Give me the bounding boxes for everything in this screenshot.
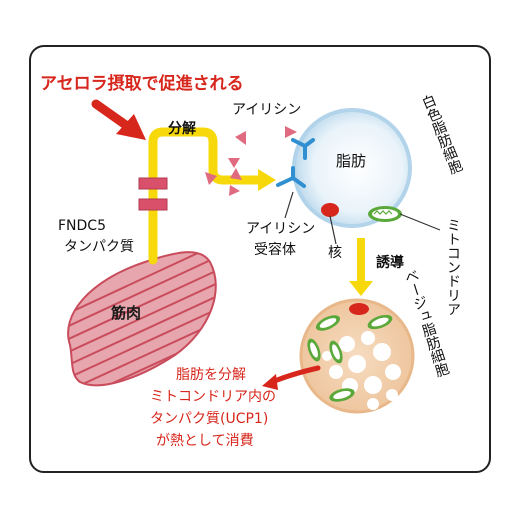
beige-fat-cell [299,298,415,414]
induce-arrow-icon [349,238,373,296]
pathway-arrowhead [258,169,276,191]
irisin-triangles [205,126,297,196]
headline: アセロラ摂取で促進される [40,74,244,94]
fndc5-band-top [138,177,168,190]
beige-nucleus [349,303,369,315]
induce-label: 誘導 [376,255,404,271]
result-line-3: タンパク質(UCP1) [150,411,269,427]
protein-name: FNDC5 [58,218,106,234]
receptor-label-1: アイリシン [246,221,316,237]
split-label: 分解 [168,121,196,137]
beige-mitochondria-icon [307,314,393,402]
nucleus-label: 核 [328,245,342,261]
result-arrow-icon [262,365,321,390]
muscle-label: 筋肉 [111,304,142,322]
receptor-icon [276,138,315,188]
yellow-pathway [148,127,267,265]
fndc5-band-bottom [138,198,168,211]
receptor-label-2: 受容体 [254,242,296,258]
lipid-droplets [322,331,401,410]
leader-mitochondria [399,213,441,231]
mitochondria-icon [368,206,402,222]
nucleus [321,203,339,217]
result-line-4: が熱として消費 [156,433,254,449]
muscle [67,251,217,387]
protein-desc: タンパク質 [64,239,134,255]
irisin-label: アイリシン [232,102,302,118]
result-line-1: 脂肪を分解 [176,367,246,383]
red-arrow-icon [91,99,146,140]
leader-nucleus [329,215,337,245]
fat-label: 脂肪 [336,152,367,170]
result-line-2: ミトコンドリア内の [150,389,276,405]
mitochondria-label: ミトコンドリア [445,218,461,316]
leader-receptor [284,191,294,219]
